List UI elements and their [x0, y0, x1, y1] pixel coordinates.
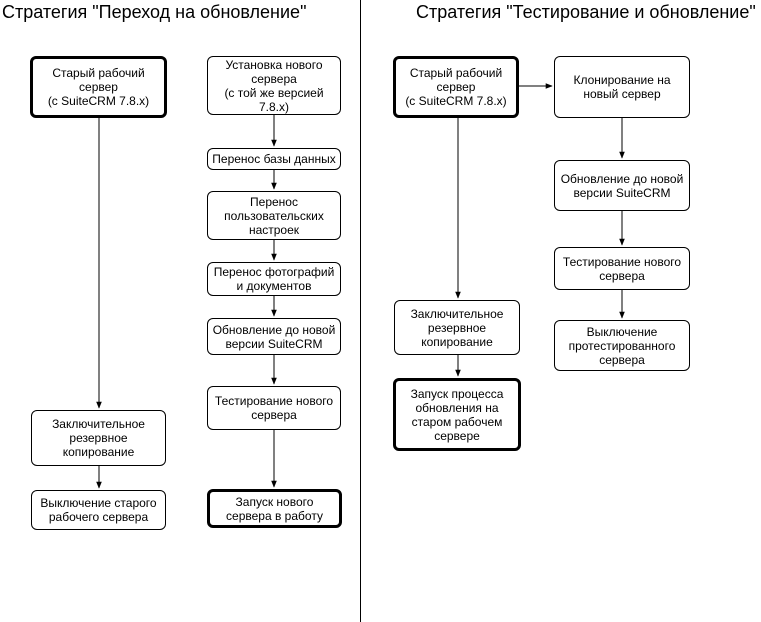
node-launch-new-server: Запуск нового сервера в работу: [207, 489, 342, 528]
node-old-server-right: Старый рабочий сервер (с SuiteCRM 7.8.x): [393, 56, 519, 118]
node-final-backup-right: Заключительное резервное копирование: [394, 300, 520, 355]
node-photos-transfer: Перенос фотографий и документов: [207, 262, 341, 296]
node-install-new-server: Установка нового сервера (с той же верси…: [207, 56, 341, 115]
node-final-backup-left: Заключительное резервное копирование: [31, 410, 166, 466]
node-test-new-server-left: Тестирование нового сервера: [207, 386, 341, 430]
node-settings-transfer: Перенос пользовательских настроек: [207, 191, 341, 240]
node-clone-new-server: Клонирование на новый сервер: [554, 56, 690, 118]
node-db-transfer: Перенос базы данных: [207, 148, 341, 170]
node-old-server-left: Старый рабочий сервер (с SuiteCRM 7.8.x): [30, 56, 167, 118]
node-shutdown-tested-server: Выключение протестированного сервера: [554, 320, 690, 371]
right-strategy-title: Стратегия "Тестирование и обновление": [416, 2, 756, 22]
strategy-divider: [360, 0, 361, 622]
node-upgrade-right: Обновление до новой версии SuiteCRM: [554, 160, 690, 211]
node-upgrade-left: Обновление до новой версии SuiteCRM: [207, 318, 341, 355]
node-test-new-server-right: Тестирование нового сервера: [554, 247, 690, 290]
left-strategy-title: Стратегия "Переход на обновление": [2, 2, 307, 22]
node-shutdown-old-server: Выключение старого рабочего сервера: [31, 490, 166, 530]
node-start-update-old-server: Запуск процесса обновления на старом раб…: [393, 378, 521, 451]
